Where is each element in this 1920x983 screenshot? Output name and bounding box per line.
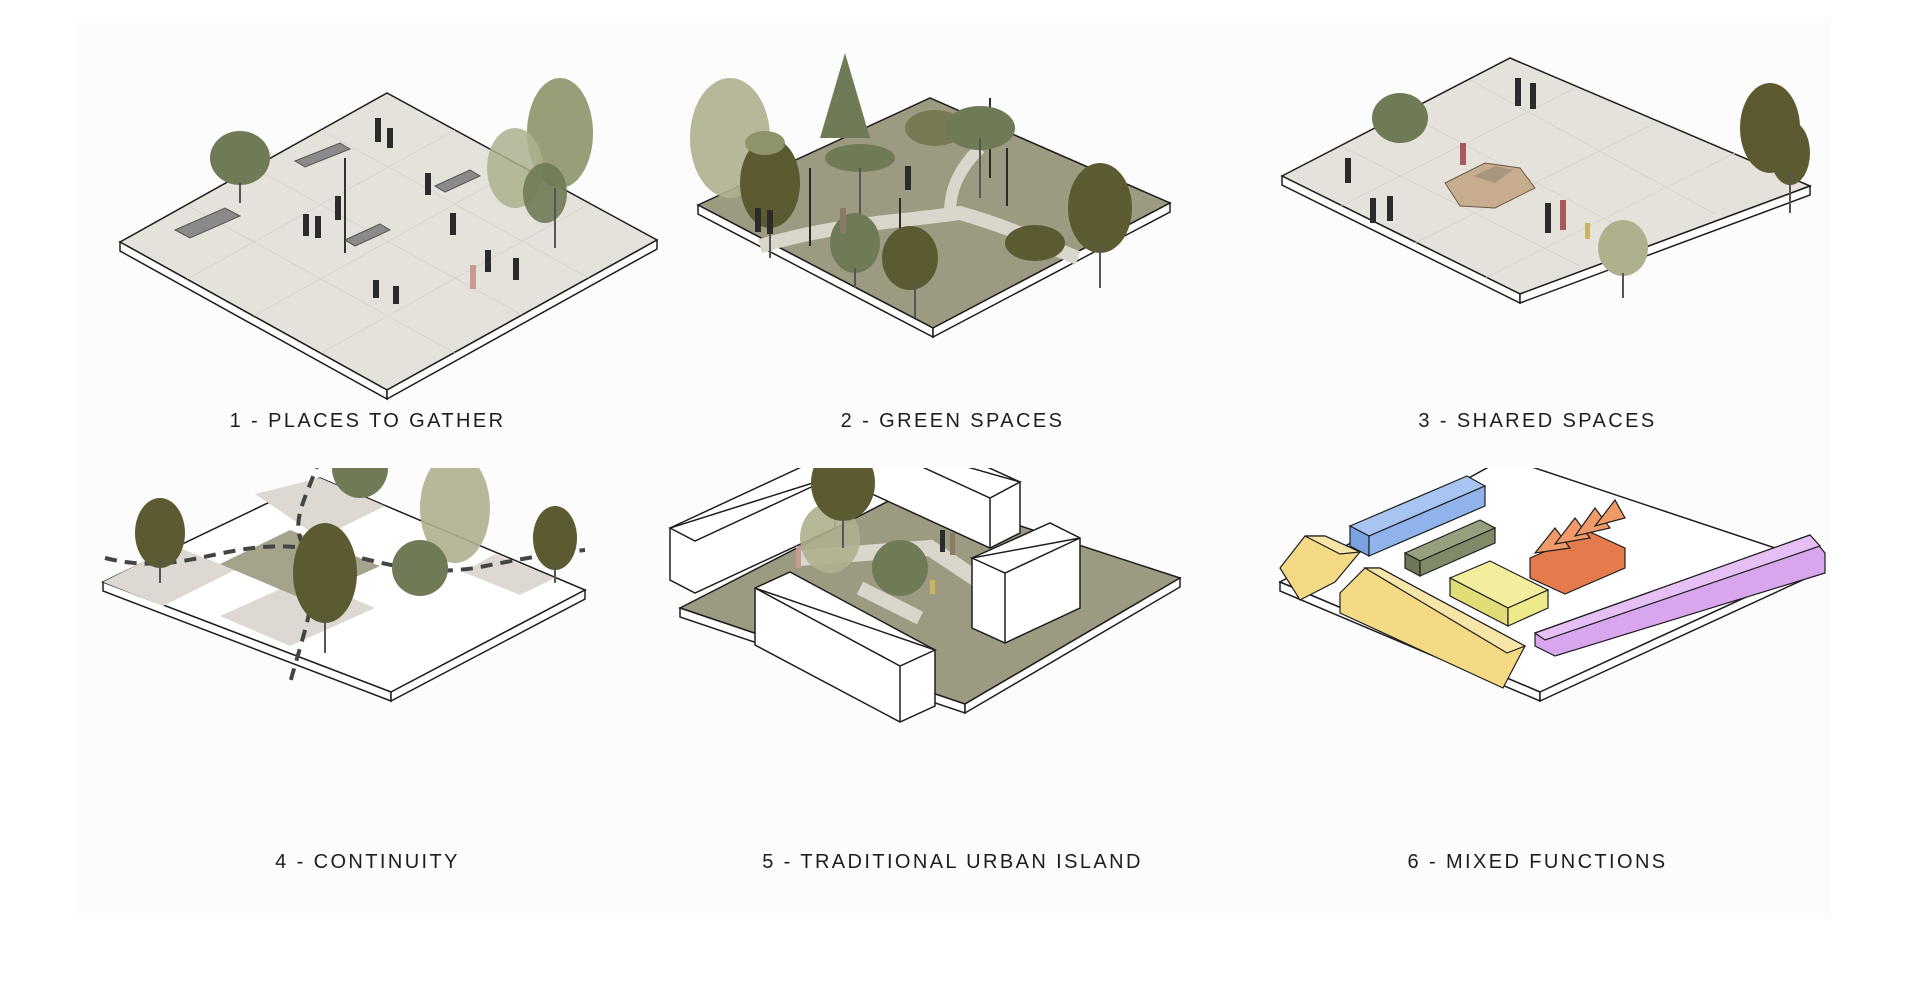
panel-mixed-functions: 6 - MIXED FUNCTIONS: [1245, 468, 1830, 918]
tree-icon: [1372, 93, 1428, 143]
panel-shared-spaces: 3 - SHARED SPACES: [1245, 18, 1830, 468]
tree-icon: [882, 226, 938, 318]
panel-caption: 4 - CONTINUITY: [275, 851, 460, 873]
tree-icon: [1068, 163, 1132, 288]
tree-icon: [487, 78, 593, 248]
tree-icon: [533, 506, 577, 583]
tree-icon: [420, 468, 490, 563]
tree-icon: [811, 468, 875, 548]
block-violet: [1533, 534, 1826, 657]
panel-caption: 5 - TRADITIONAL URBAN ISLAND: [762, 851, 1143, 873]
continuity-illustration: [101, 468, 587, 703]
block-yellow-long: [1339, 567, 1527, 689]
block-orange: [1529, 498, 1626, 595]
places-to-gather-illustration: [118, 78, 659, 401]
urban-island-illustration: [668, 468, 1182, 723]
diagram-board: 1 - PLACES TO GATHER: [75, 18, 1830, 918]
tree-icon: [135, 498, 185, 583]
panel-continuity: 4 - CONTINUITY: [75, 468, 660, 918]
panel-places-to-gather: 1 - PLACES TO GATHER: [75, 18, 660, 468]
block-yellow-left: [1279, 535, 1363, 601]
tree-icon: [210, 131, 270, 203]
block-blue: [1348, 475, 1487, 557]
panel-caption: 2 - GREEN SPACES: [840, 410, 1065, 432]
tree-icon: [392, 540, 448, 596]
panel-caption: 1 - PLACES TO GATHER: [229, 410, 506, 432]
panel-green-spaces: 2 - GREEN SPACES: [660, 18, 1245, 468]
tree-icon: [945, 106, 1015, 198]
mixed-functions-illustration: [1278, 468, 1826, 703]
block-lime: [1448, 560, 1550, 627]
panel-traditional-urban-island: 5 - TRADITIONAL URBAN ISLAND: [660, 468, 1245, 918]
tree-icon: [820, 53, 870, 138]
tree-icon: [872, 540, 928, 596]
shared-spaces-illustration: [1280, 57, 1813, 305]
block-green: [1403, 519, 1497, 577]
tree-icon: [293, 523, 357, 653]
tree-icon: [1598, 220, 1648, 298]
tree-icon: [332, 468, 388, 498]
tree-icon: [745, 131, 785, 155]
panel-caption: 6 - MIXED FUNCTIONS: [1407, 851, 1668, 873]
tree-icon: [1740, 83, 1810, 213]
car-icon: [1444, 162, 1536, 209]
panel-caption: 3 - SHARED SPACES: [1418, 410, 1657, 432]
green-spaces-illustration: [690, 53, 1172, 339]
tree-icon: [1005, 225, 1065, 261]
